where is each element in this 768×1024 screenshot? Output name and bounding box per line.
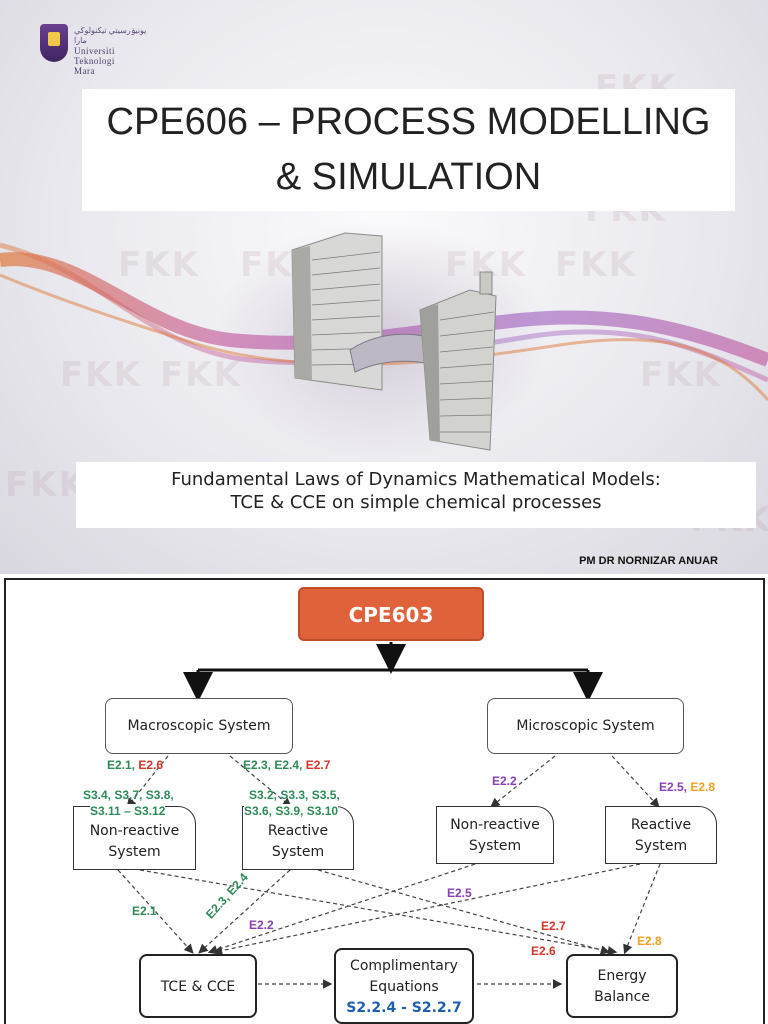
- nonreactive-system-micro: Non-reactive System: [436, 806, 554, 864]
- box-label: Non-reactive: [89, 823, 180, 839]
- eq-ref: E2.5: [447, 886, 472, 900]
- energy-balance-box: Energy Balance: [566, 954, 678, 1018]
- watermark: FKK: [60, 355, 142, 395]
- box-label: Complimentary: [350, 958, 458, 974]
- logo-jawi: يونيۏرسيتي تيکنولوڬي مارا: [74, 26, 147, 45]
- cpe603-box: CPE603: [298, 587, 484, 641]
- subtitle-line2: TCE & CCE on simple chemical processes: [230, 492, 602, 513]
- eq-ref: E2.8: [690, 780, 716, 794]
- eq-label: E2.3, E2.4, E2.7: [243, 758, 330, 772]
- box-label: System: [634, 838, 688, 854]
- title-box: CPE606 – PROCESS MODELLING & SIMULATION: [82, 89, 735, 211]
- subtitle-line1: Fundamental Laws of Dynamics Mathematica…: [171, 469, 661, 490]
- eq-label: E2.1, E2.6: [107, 758, 163, 772]
- crest-icon: [40, 24, 68, 62]
- subtitle-box: Fundamental Laws of Dynamics Mathematica…: [76, 462, 756, 528]
- slide-title-line2: & SIMULATION: [275, 156, 542, 198]
- eq-ref: E2.7: [305, 758, 331, 772]
- slide-frame: [4, 578, 765, 1024]
- eq-ref: E2.7: [541, 919, 566, 933]
- connector-lines: [117, 642, 661, 989]
- flowchart-slide: CPE603 Macroscopic System Microscopic Sy…: [0, 574, 768, 1024]
- logo-line: Universiti: [74, 46, 115, 56]
- box-label: System: [271, 844, 325, 860]
- macroscopic-system-box: Macroscopic System: [105, 698, 293, 754]
- box-label: System: [108, 844, 161, 860]
- eq-ref: E2.6: [138, 758, 164, 772]
- watermark: FKK: [640, 355, 722, 395]
- building-illustration: [0, 220, 768, 460]
- tce-cce-box: TCE & CCE: [139, 954, 257, 1018]
- microscopic-system-box: Microscopic System: [487, 698, 684, 754]
- eq-label: E2.5, E2.8: [659, 780, 715, 794]
- eq-ref: E2.3, E2.4,: [243, 758, 303, 772]
- section-ref: S3.4, S3.7, S3.8,: [83, 788, 174, 802]
- logo-line: Mara: [74, 66, 95, 76]
- section-ref: S3.11 – S3.12: [90, 804, 166, 818]
- box-label: System: [468, 838, 522, 854]
- watermark: FKK: [118, 245, 200, 285]
- eq-ref: E2.6: [531, 944, 556, 958]
- watermark: FKK: [555, 245, 637, 285]
- slide-title-line1: CPE606 – PROCESS MODELLING: [106, 101, 711, 143]
- section-ref: S3.6, S3.9, S3.10: [244, 804, 339, 818]
- box-label: Non-reactive: [450, 817, 540, 833]
- reactive-system-micro: Reactive System: [605, 806, 717, 864]
- box-label: Reactive: [630, 817, 692, 833]
- box-label: Balance: [594, 989, 650, 1005]
- eq-ref: E2.5,: [659, 780, 688, 794]
- title-slide: FKK FKK FKK FKK FKK FKK FKK FKK FKK FKK …: [0, 0, 768, 574]
- eq-ref: E2.2: [249, 918, 274, 932]
- eq-ref: E2.8: [637, 934, 662, 948]
- eq-ref: E2.1,: [107, 758, 136, 772]
- author-name: PM DR NORNIZAR ANUAR: [579, 555, 718, 567]
- logo-line: Teknologi: [74, 56, 115, 66]
- box-label: Equations: [369, 979, 439, 995]
- box-label: Reactive: [267, 823, 329, 839]
- section-ref: S3.2, S3.3, S3.5,: [249, 788, 340, 802]
- eq-ref: E2.2: [492, 774, 517, 788]
- watermark: FKK: [5, 465, 87, 505]
- box-label: Energy: [597, 968, 647, 984]
- complimentary-equations-box: Complimentary Equations S2.2.4 - S2.2.7: [334, 948, 474, 1024]
- uitm-logo: يونيۏرسيتي تيکنولوڬي مارا Universiti Tek…: [40, 24, 160, 76]
- eq-ref: E2.1: [132, 904, 157, 918]
- section-ref: S2.2.4 - S2.2.7: [346, 1000, 462, 1016]
